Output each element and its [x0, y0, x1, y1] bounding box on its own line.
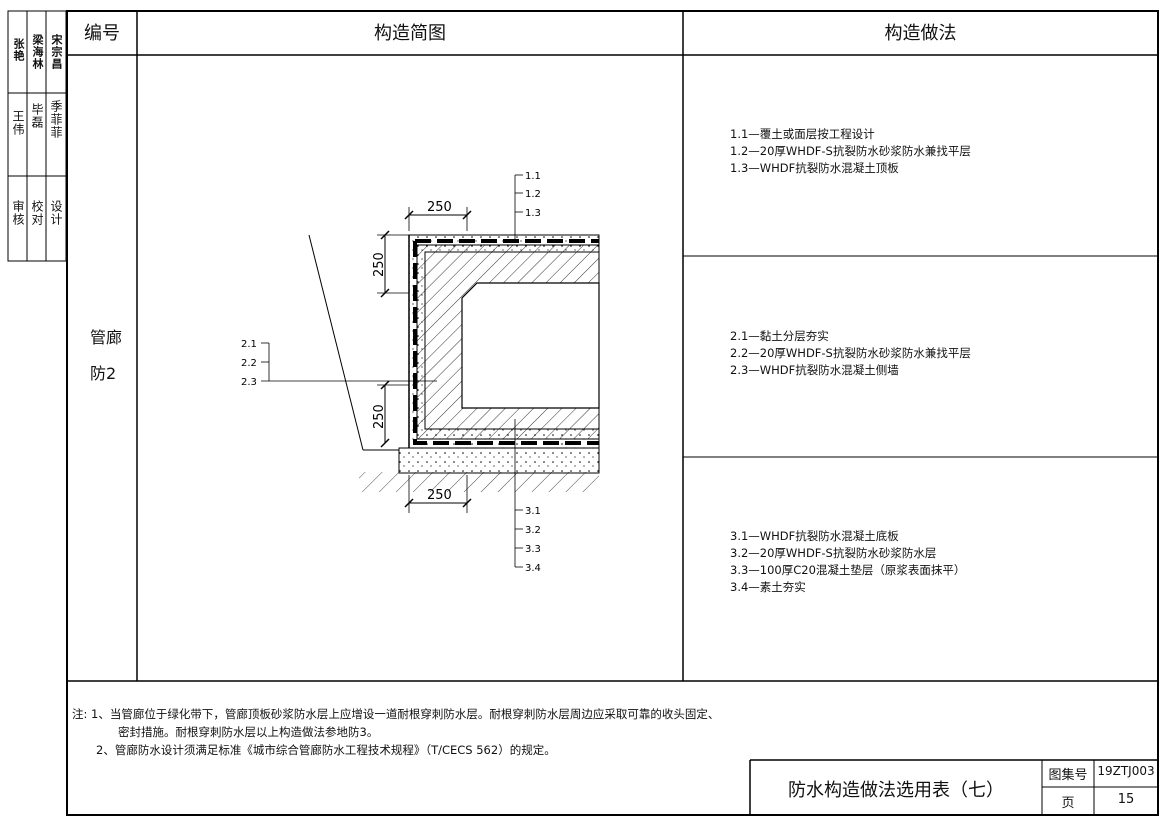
header-method: 构造做法 — [884, 23, 957, 44]
dim-top: 250 — [427, 200, 452, 215]
label-1-2: 1.2 — [525, 189, 541, 200]
spec-2-1: 2.1—黏土分层夯实 — [730, 329, 829, 343]
atlas-label: 图集号 — [1048, 768, 1088, 783]
row-id-line2: 防2 — [90, 364, 117, 383]
name-3: 季菲菲 — [49, 100, 63, 139]
dim-left-upper: 250 — [372, 252, 387, 277]
compacted-soil — [359, 472, 599, 492]
header-diagram: 构造简图 — [374, 23, 446, 44]
label-2-3: 2.3 — [241, 377, 257, 388]
construction-diagram: 250 250 250 250 1.1 1.2 1.3 2.1 2.2 2.3 … — [241, 171, 600, 574]
signature-1: 张艳 — [12, 38, 25, 62]
label-3-4: 3.4 — [525, 563, 541, 574]
note-line-2: 密封措施。耐根穿刺防水层以上构造做法参地防3。 — [118, 725, 379, 739]
spec-2-2: 2.2—20厚WHDF-S抗裂防水砂浆防水兼找平层 — [730, 346, 971, 360]
spec-3-2: 3.2—20厚WHDF-S抗裂防水砂浆防水层 — [730, 546, 937, 560]
dim-bottom: 250 — [427, 488, 452, 503]
header-number: 编号 — [84, 23, 120, 44]
note-line-3: 2、管廊防水设计须满足标准《城市综合管廊防水工程技术规程》（T/CECS 562… — [96, 743, 556, 757]
spec-1-1: 1.1—覆土或面层按工程设计 — [730, 127, 875, 141]
spec-2-3: 2.3—WHDF抗裂防水混凝土侧墙 — [730, 363, 899, 377]
concrete-pad — [398, 447, 600, 474]
label-1-1: 1.1 — [525, 171, 541, 182]
spec-3-1: 3.1—WHDF抗裂防水混凝土底板 — [730, 529, 899, 543]
role-check: 校对 — [30, 200, 44, 226]
sheet-title: 防水构造做法选用表（七） — [788, 780, 1004, 801]
label-2-1: 2.1 — [241, 339, 257, 350]
label-3-3: 3.3 — [525, 544, 541, 555]
dim-left-lower: 250 — [372, 404, 387, 429]
label-2-2: 2.2 — [241, 358, 257, 369]
spec-1-3: 1.3—WHDF抗裂防水混凝土顶板 — [730, 161, 899, 175]
label-1-3: 1.3 — [525, 208, 541, 219]
label-3-1: 3.1 — [525, 506, 541, 517]
role-review: 审核 — [11, 200, 25, 226]
row-id-line1: 管廊 — [90, 328, 123, 347]
atlas-value: 19ZTJ003 — [1097, 764, 1155, 778]
spec-3-4: 3.4—素土夯实 — [730, 580, 806, 594]
page-label: 页 — [1061, 796, 1075, 811]
spec-group-2: 2.1—黏土分层夯实 2.2—20厚WHDF-S抗裂防水砂浆防水兼找平层 2.3… — [730, 328, 971, 379]
page-value: 15 — [1117, 792, 1135, 807]
spec-3-3: 3.3—100厚C20混凝土垫层（原浆表面抹平） — [730, 563, 966, 577]
note-line-1: 注: 1、当管廊位于绿化带下，管廊顶板砂浆防水层上应增设一道耐根穿刺防水层。耐根… — [72, 707, 720, 721]
signature-3: 宋宗昌 — [50, 34, 63, 70]
signature-2: 梁海林 — [31, 34, 44, 70]
label-3-2: 3.2 — [525, 525, 541, 536]
spec-1-2: 1.2—20厚WHDF-S抗裂防水砂浆防水兼找平层 — [730, 144, 971, 158]
role-design: 设计 — [49, 200, 63, 226]
name-2: 毕磊 — [30, 103, 44, 129]
row-id: 管廊 防2 — [90, 320, 122, 392]
spec-group-1: 1.1—覆土或面层按工程设计 1.2—20厚WHDF-S抗裂防水砂浆防水兼找平层… — [730, 126, 971, 177]
spec-group-3: 3.1—WHDF抗裂防水混凝土底板 3.2—20厚WHDF-S抗裂防水砂浆防水层… — [730, 528, 965, 596]
name-1: 王伟 — [11, 110, 25, 136]
